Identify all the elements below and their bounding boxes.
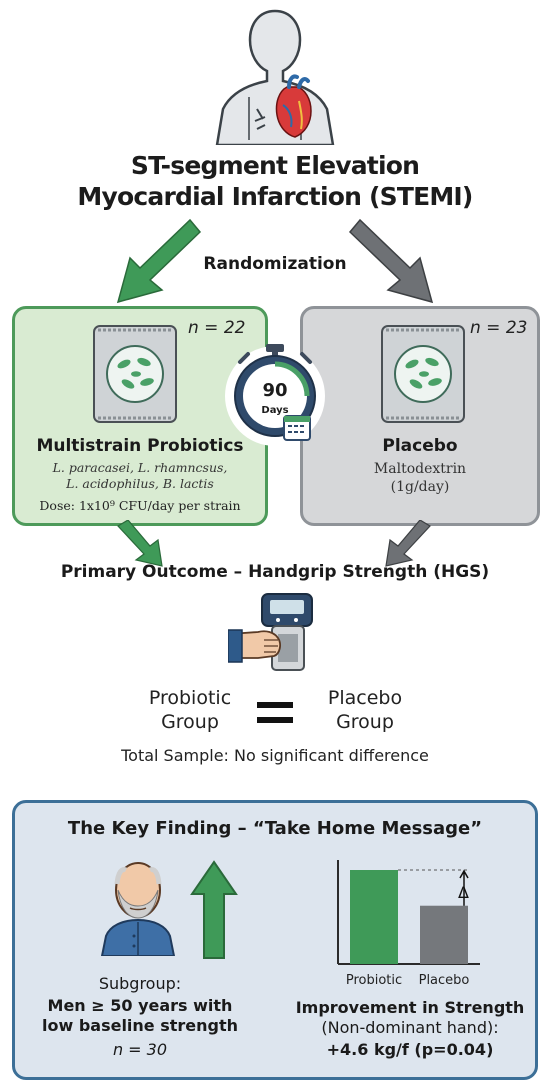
- older-man-icon: [100, 862, 176, 956]
- primary-outcome-title: Primary Outcome – Handgrip Strength (HGS…: [60, 562, 490, 582]
- upward-arrow-icon: [190, 860, 238, 959]
- probiotic-group-label: Probiotic Group: [120, 686, 260, 734]
- delta-arrow: [459, 869, 469, 906]
- bar-probiotic: [350, 870, 398, 964]
- placebo-description: Maltodextrin (1g/day): [302, 460, 538, 496]
- timer-value: 90: [262, 380, 287, 401]
- timer-unit: Days: [261, 405, 288, 416]
- placebo-sub-1: Maltodextrin: [373, 461, 467, 477]
- bar-placebo: [420, 905, 468, 964]
- group-right-line-1: Placebo: [327, 687, 403, 709]
- improvement-title: Improvement in Strength: [295, 998, 525, 1017]
- finding-bar-chart: Probiotic Placebo Δ: [337, 860, 480, 988]
- placebo-group-label: Placebo Group: [295, 686, 435, 734]
- title-line-1: ST-segment Elevation: [130, 151, 420, 180]
- delta-label: Δ: [458, 883, 469, 902]
- probiotic-sachet-icon: [93, 325, 177, 423]
- handgrip-dynamometer-icon: [228, 593, 313, 671]
- strains-line-1: L. paracasei, L. rhamncsus,: [52, 460, 228, 475]
- group-right-line-2: Group: [336, 711, 394, 733]
- outcome-arrows: [117, 520, 431, 567]
- arrow-down-right-green: [117, 520, 163, 567]
- arrow-right-gray: [348, 218, 434, 304]
- title-line-2: Myocardial Infarction (STEMI): [77, 182, 473, 211]
- arrow-left-green: [116, 218, 202, 304]
- placebo-n: n = 23: [470, 318, 528, 338]
- subgroup-description: Men ≥ 50 years with low baseline strengt…: [20, 996, 260, 1036]
- total-sample-text: Total Sample: No significant difference: [121, 746, 429, 765]
- key-finding-title: The Key Finding – “Take Home Message”: [67, 818, 483, 839]
- probiotic-dose: Dose: 1x10⁹ CFU/day per strain: [39, 498, 241, 513]
- subgroup-line-1: Men ≥ 50 years with: [47, 996, 233, 1015]
- category-label-placebo: Placebo: [419, 973, 470, 988]
- improvement-subtitle: (Non-dominant hand):: [321, 1018, 499, 1037]
- page-title: ST-segment Elevation Myocardial Infarcti…: [40, 150, 510, 212]
- group-left-line-1: Probiotic: [148, 687, 232, 709]
- placebo-sachet-icon: [381, 325, 465, 423]
- probiotic-strains: L. paracasei, L. rhamncsus, L. acidophil…: [14, 460, 266, 492]
- subgroup-n: n = 30: [112, 1040, 168, 1059]
- stopwatch-icon: 90 Days: [225, 344, 325, 446]
- equals-sign-icon: [257, 702, 293, 723]
- randomization-arrows: [116, 218, 434, 304]
- randomization-label: Randomization: [203, 254, 347, 274]
- placebo-sub-2: (1g/day): [390, 479, 450, 495]
- subgroup-line-2: low baseline strength: [41, 1016, 239, 1035]
- group-left-line-2: Group: [161, 711, 219, 733]
- improvement-value: +4.6 kg/f (p=0.04): [326, 1040, 494, 1059]
- patient-heart-icon: [215, 9, 335, 145]
- strains-line-2: L. acidophilus, B. lactis: [66, 476, 214, 491]
- probiotic-title: Multistrain Probiotics: [36, 436, 244, 456]
- subgroup-label: Subgroup:: [98, 974, 182, 993]
- arrow-down-left-gray: [385, 520, 431, 567]
- placebo-title: Placebo: [382, 436, 458, 456]
- category-label-probiotic: Probiotic: [346, 973, 402, 988]
- probiotic-n: n = 22: [188, 318, 246, 338]
